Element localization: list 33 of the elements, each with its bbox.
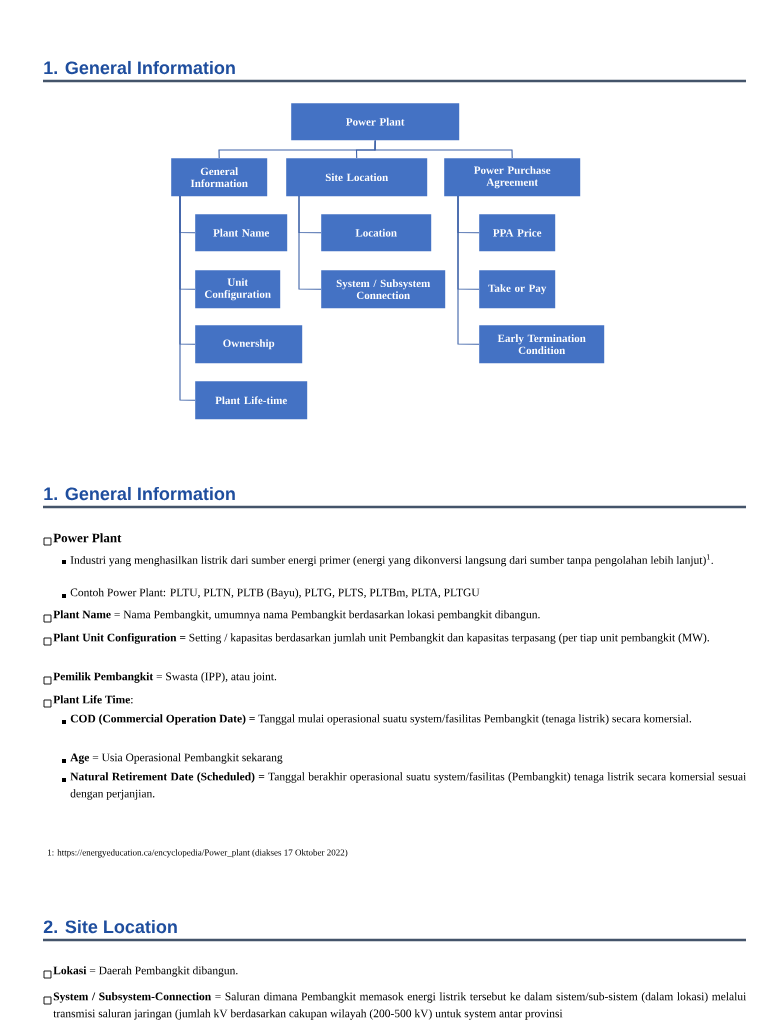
connector-line: [179, 195, 196, 401]
section-heading: 1. General Information: [44, 486, 235, 501]
org-chart-box: PPA Price: [479, 214, 556, 252]
org-chart-box: Ownership: [195, 325, 303, 364]
definition-text: Plant Unit Configuration = Setting / kapasitas berdasarkan jumlah unit Pembangkit dan kapasitas terpasang (per tiap unit pembangkit (MW).: [53, 633, 709, 644]
definition-text: Plant Life Time:: [53, 695, 133, 704]
bullet-text: COD (Commercial Operation Date) = Tanggal mulai operasional suatu system/fasilitas Pembangkit (tenaga listrik) secara komersial.: [70, 714, 691, 725]
definition-text: System / Subsystem-Connection = Saluran dimana Pembangkit memasok energi listrik tersebut ke dalam sistem/sub-sistem (dalam lokasi) melalui transmisi saluran jaringan (jumlah kV berdasarkan cakupan wilayah (200-500 kV) untuk system antar provinsi: [53, 992, 747, 1020]
connector-line: [457, 195, 480, 345]
definition-text: Power Plant: [53, 533, 122, 543]
org-chart-box: Take or Pay: [479, 270, 556, 309]
org-chart-box: Unit Configuration: [195, 270, 281, 309]
footnote: 1: https://energyeducation.ca/encyclopedia/Power_plant (diakses 17 Oktober 2022): [48, 849, 348, 858]
org-chart-box: General Information: [171, 158, 268, 197]
org-chart-box: System / Subsystem Connection: [321, 270, 446, 309]
definition-text: Lokasi = Daerah Pembangkit dibangun.: [53, 966, 238, 977]
definition-text: Pemilik Pembangkit = Swasta (IPP), atau joint.: [53, 672, 277, 683]
org-chart-box: Location: [321, 214, 432, 252]
bullet-text: Contoh Power Plant: PLTU, PLTN, PLTB (Bayu), PLTG, PLTS, PLTBm, PLTA, PLTGU: [70, 588, 480, 599]
bullet-text: Age = Usia Operasional Pembangkit sekarang: [70, 753, 283, 764]
org-chart-box: Power Purchase Agreement: [444, 158, 581, 197]
connector-line: [374, 139, 513, 159]
org-chart-box: Early Termination Condition: [479, 325, 605, 364]
section-heading: 2. Site Location: [43, 919, 177, 934]
bullet-text: Natural Retirement Date (Scheduled) = Tanggal berakhir operasional suatu system/fasilitas (Pembangkit) tenaga listrik secara komersial sesuai dengan perjanjian.: [70, 772, 747, 800]
org-chart-box: Power Plant: [291, 103, 460, 141]
org-chart-box: Site Location: [286, 158, 428, 197]
org-chart-box: Plant Name: [195, 214, 288, 252]
connector-line: [298, 195, 322, 290]
bullet-text: Industri yang menghasilkan listrik dari sumber energi primer (energi yang dikonversi langsung dari sumber tanpa pengolahan lebih lanjut)$^{1}$.: [70, 554, 713, 567]
org-chart-box: Plant Life-time: [195, 381, 308, 420]
definition-text: Plant Name = Nama Pembangkit, umumnya nama Pembangkit berdasarkan lokasi pembangkit dibangun.: [53, 610, 540, 621]
section-heading: 1. General Information: [44, 60, 235, 75]
